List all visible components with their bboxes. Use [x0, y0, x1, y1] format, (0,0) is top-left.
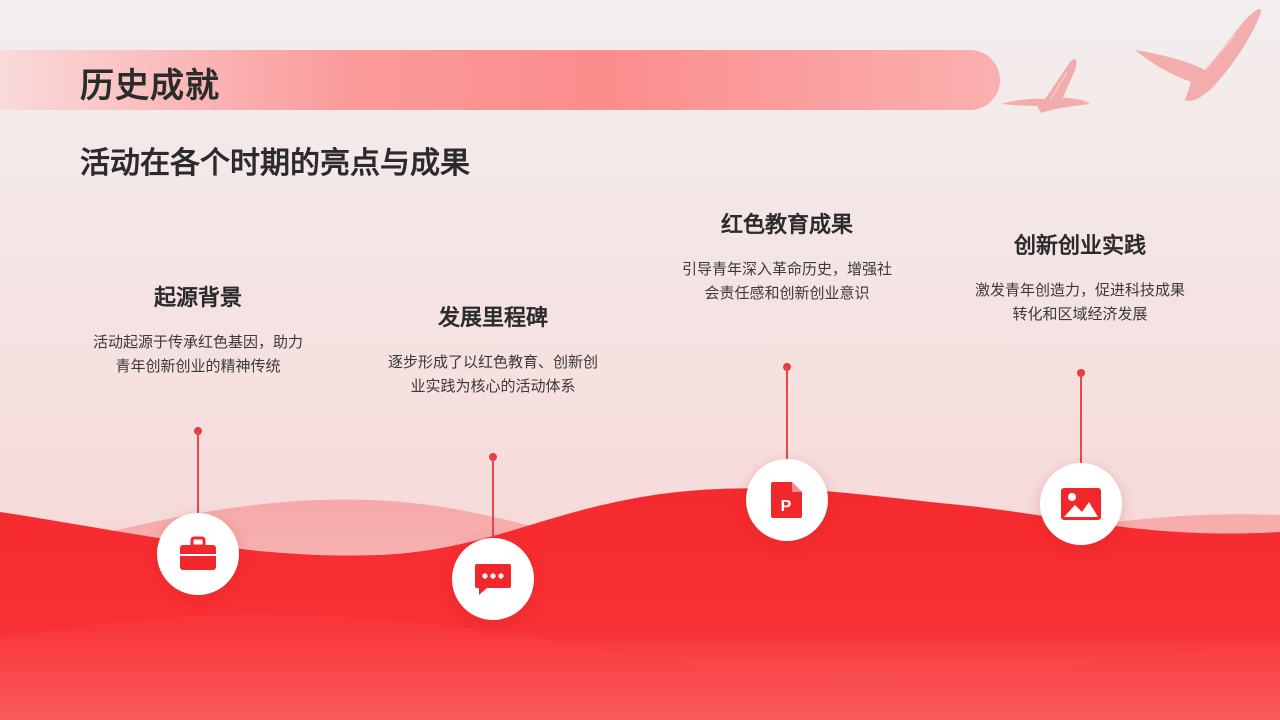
timeline-item-origin: 起源背景 活动起源于传承红色基因，助力 青年创新创业的精神传统 [68, 280, 328, 378]
item-desc-line2: 青年创新创业的精神传统 [115, 357, 281, 375]
timeline-item-milestone: 发展里程碑 逐步形成了以红色教育、创新创 业实践为核心的活动体系 [363, 300, 623, 398]
timeline-node-milestone[interactable] [452, 538, 534, 620]
svg-text:P: P [781, 498, 792, 515]
page-subtitle: 活动在各个时期的亮点与成果 [80, 146, 470, 181]
item-desc-line1: 逐步形成了以红色教育、创新创 [387, 353, 598, 371]
item-heading: 发展里程碑 [437, 306, 548, 331]
birds-decoration [1001, 8, 1261, 113]
item-desc-line2: 业实践为核心的活动体系 [410, 377, 576, 395]
image-icon [1061, 488, 1101, 520]
page-title: 历史成就 [80, 66, 220, 106]
timeline-stem [492, 457, 494, 539]
chat-bubble-icon [475, 564, 511, 595]
timeline-item-innovation: 创新创业实践 激发青年创造力，促进科技成果 转化和区域经济发展 [950, 228, 1210, 326]
timeline-stem [1080, 373, 1082, 465]
title-banner [0, 50, 1000, 110]
item-desc-line2: 会责任感和创新创业意识 [704, 284, 870, 302]
item-heading: 创新创业实践 [1013, 234, 1146, 259]
timeline-node-red-education[interactable]: P [746, 459, 828, 541]
ppt-file-icon: P [771, 482, 802, 518]
item-heading: 红色教育成果 [720, 213, 853, 238]
timeline-item-red-education: 红色教育成果 引导青年深入革命历史，增强社 会责任感和创新创业意识 [657, 207, 917, 305]
timeline-stem [786, 367, 788, 460]
timeline-node-innovation[interactable] [1040, 463, 1122, 545]
item-desc-line2: 转化和区域经济发展 [1012, 305, 1148, 323]
item-heading: 起源背景 [153, 286, 242, 311]
item-desc-line1: 激发青年创造力，促进科技成果 [974, 281, 1185, 299]
item-desc-line1: 活动起源于传承红色基因，助力 [92, 333, 303, 351]
timeline-stem [197, 431, 199, 515]
timeline-node-origin[interactable] [157, 513, 239, 595]
item-desc-line1: 引导青年深入革命历史，增强社 [681, 260, 892, 278]
briefcase-icon [180, 536, 216, 570]
